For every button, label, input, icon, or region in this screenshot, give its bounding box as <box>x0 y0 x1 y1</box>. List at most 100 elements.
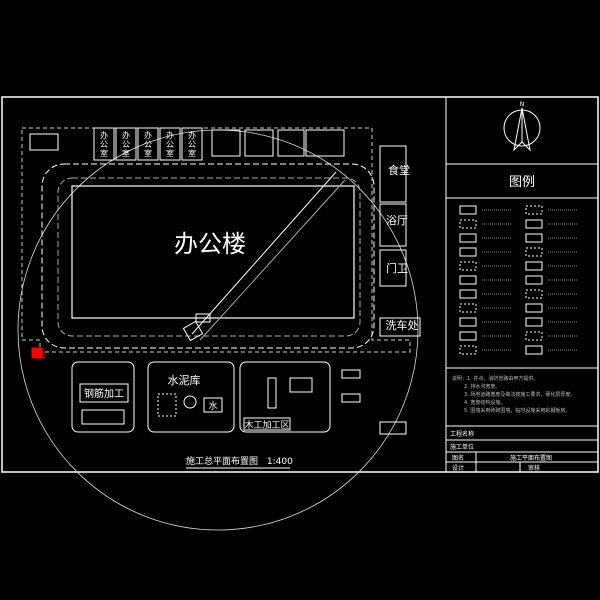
office-label-char: 公 <box>188 140 196 149</box>
wood-stack-2 <box>289 377 313 393</box>
drawing-title: 施工总平面布置图 1:400 <box>186 455 293 467</box>
note-5: 5. 围墙采用砖砌围墙，临时设施采用彩钢板房。 <box>464 407 570 414</box>
legend-panel: N 图例 说明：1. 井点、消防管路由甲方提供。 2. 排水沟宽度。 3. 场地… <box>446 101 598 472</box>
legend-symbol <box>525 331 543 341</box>
tower-crane <box>182 320 204 342</box>
mixer <box>157 393 177 417</box>
note-4: 4. 宽度结构设施。 <box>464 399 505 406</box>
temporary-road-inner <box>57 177 361 337</box>
gate-block-left <box>29 133 59 151</box>
rebar-yard-label: 钢筋加工 <box>84 387 124 400</box>
cement-sub-label: 水 <box>208 400 217 412</box>
guard-label: 门卫 <box>386 261 408 275</box>
legend-symbol <box>459 289 477 299</box>
note-1: 说明：1. 井点、消防管路由甲方提供。 <box>452 375 538 382</box>
office-label-char: 公 <box>100 140 108 149</box>
tower-crane-base <box>195 313 211 323</box>
small-shed-1 <box>341 369 361 379</box>
toilet-block <box>379 421 407 435</box>
office-room <box>137 127 159 161</box>
guard-block <box>379 249 407 287</box>
legend-symbol <box>459 317 477 327</box>
note-3: 3. 场地道路宽度及做法按施工要求，硬化层厚度。 <box>464 391 575 398</box>
legend-symbol <box>525 261 543 271</box>
legend-symbol <box>459 261 477 271</box>
legend-notes: 说明：1. 井点、消防管路由甲方提供。 2. 排水沟宽度。 3. 场地道路宽度及… <box>452 375 575 414</box>
legend-symbols <box>459 205 578 355</box>
legend-symbol <box>525 247 543 257</box>
office-label-char: 办 <box>144 130 152 140</box>
top-room-3 <box>277 129 305 157</box>
rebar-shed <box>81 409 125 425</box>
legend-symbol <box>525 219 543 229</box>
main-building <box>71 185 355 319</box>
drawing-name-value: 施工平面布置图 <box>510 454 552 462</box>
crane-boom <box>191 171 337 335</box>
wood-yard <box>239 361 331 433</box>
title-block: 工程名称 施工单位 图名 施工平面布置图 设计 审核 <box>446 425 598 472</box>
office-room <box>93 127 115 161</box>
cement-sub-box <box>203 397 223 413</box>
legend-symbol <box>525 205 543 215</box>
car-wash-pad <box>379 317 421 337</box>
legend-symbol <box>459 233 477 243</box>
north-letter: N <box>520 101 525 108</box>
bath-label: 浴厅 <box>386 214 408 227</box>
legend-symbol <box>525 345 543 355</box>
project-label: 工程名称 <box>450 430 474 438</box>
woodwork-label: 木工加工区 <box>244 419 289 431</box>
top-room-2 <box>244 129 274 157</box>
office-label-char: 室 <box>166 148 174 158</box>
top-room-4 <box>305 129 345 157</box>
legend-title: 图例 <box>509 175 535 190</box>
silo <box>183 395 197 409</box>
office-label-char: 办 <box>166 130 174 140</box>
temporary-road-outer <box>41 163 375 349</box>
legend-symbol <box>459 219 477 229</box>
office-label-char: 公 <box>122 140 130 149</box>
canteen-label: 食堂 <box>388 163 410 177</box>
legend-symbol <box>525 275 543 285</box>
north-arrow-icon <box>503 107 541 152</box>
review-label: 审核 <box>528 464 540 472</box>
office-label-char: 公 <box>166 140 174 149</box>
office-label-char: 办 <box>122 130 130 140</box>
legend-symbol <box>525 303 543 313</box>
office-label-char: 室 <box>144 148 152 158</box>
legend-symbol <box>525 233 543 243</box>
office-label-char: 室 <box>100 148 108 158</box>
unit-label: 施工单位 <box>450 443 474 451</box>
drawing-frame <box>1 96 599 473</box>
legend-symbol <box>459 275 477 285</box>
site-fence <box>21 127 411 353</box>
design-label: 设计 <box>452 464 464 472</box>
legend-symbol <box>525 317 543 327</box>
office-room <box>181 127 203 161</box>
legend-symbol <box>459 205 477 215</box>
office-room <box>159 127 181 161</box>
office-label-char: 室 <box>122 148 130 158</box>
rebar-yard <box>71 361 135 433</box>
office-label-char: 公 <box>144 140 152 149</box>
legend-symbol <box>525 289 543 299</box>
cement-yard <box>147 361 235 433</box>
cement-store-label: 水泥库 <box>168 374 201 387</box>
office-room <box>115 127 137 161</box>
bath-block <box>379 203 407 247</box>
woodwork-label-box <box>243 417 291 431</box>
small-shed-2 <box>341 393 361 403</box>
crane-boom-2 <box>199 179 346 341</box>
legend-symbol <box>459 247 477 257</box>
car-wash-label: 洗车处 <box>386 318 419 332</box>
office-label-char: 办 <box>188 130 196 140</box>
wood-stack <box>267 377 277 409</box>
legend-symbol <box>459 331 477 341</box>
note-2: 2. 排水沟宽度。 <box>464 383 500 390</box>
office-label-char: 室 <box>188 148 196 158</box>
legend-symbol <box>459 303 477 313</box>
top-room-1 <box>211 129 241 157</box>
rebar-label-box <box>79 383 129 403</box>
legend-symbol <box>459 345 477 355</box>
